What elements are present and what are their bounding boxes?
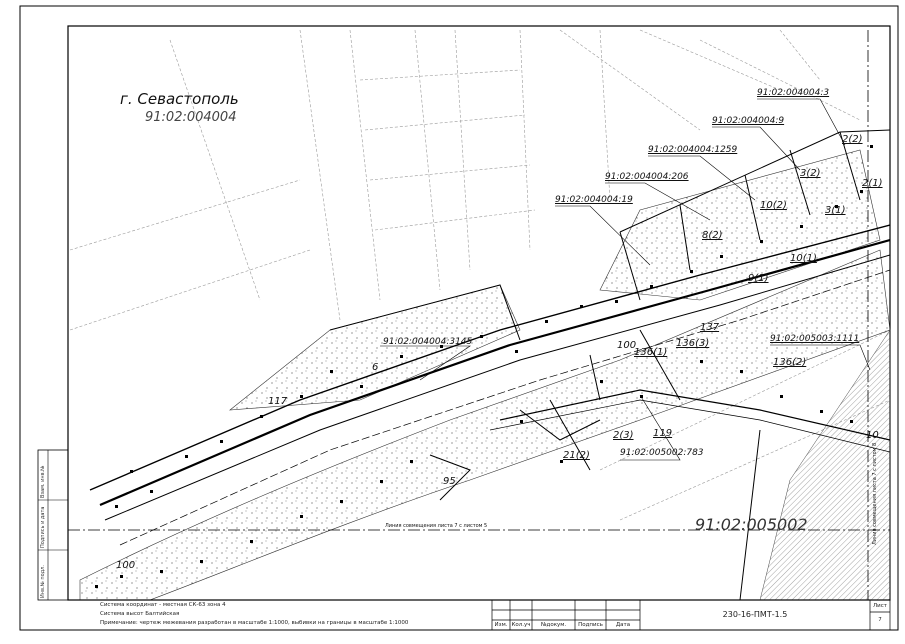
parcel-label: 91:02:005003:1111	[770, 334, 860, 344]
parcel-boundaries	[329, 129, 891, 601]
side-stamp: Подпись и дата	[40, 506, 46, 548]
plot-label: 119	[653, 428, 673, 439]
side-stamp: Взам. инв.№	[40, 465, 46, 498]
parcel-label: 91:02:004004:3145	[383, 337, 473, 347]
vegetation-area-north	[229, 284, 521, 411]
plot-label: 100	[617, 340, 637, 351]
plot-label: 136(3)	[676, 338, 710, 349]
hatched-slope	[759, 329, 891, 601]
match-line-bottom-caption: Линия совмещения листа 7 с листом 5	[385, 523, 488, 529]
plot-label: 3(1)	[825, 205, 846, 216]
plot-label: 136(1)	[634, 347, 668, 358]
plot-label: 10(2)	[760, 200, 787, 211]
side-stamp: Инв.№ подл.	[40, 565, 46, 598]
titleblock-col: Изм.	[494, 622, 508, 628]
titleblock-col: Подпись	[578, 622, 603, 628]
parcel-label: 91:02:005002:783	[620, 448, 704, 458]
leader-lines	[380, 98, 871, 461]
quarter2-label: 91:02:005002	[695, 515, 808, 534]
plot-label: 117	[268, 396, 288, 407]
city-label: г. Севастополь	[120, 90, 239, 108]
titleblock-col: Кол.уч	[511, 622, 531, 628]
note-line: Система высот Балтийская	[100, 611, 180, 617]
match-line-right-caption: Линия совмещения листа 7 с листом 8	[872, 442, 878, 545]
note-line: Примечание: чертеж межевания разработан …	[100, 620, 409, 626]
plot-label: 8(2)	[702, 230, 723, 241]
note-line: Система координат - местная СК-63 зона 4	[100, 602, 226, 608]
plot-label: 2(1)	[862, 178, 883, 189]
titleblock-col: Дата	[615, 622, 631, 628]
plot-label: 137	[700, 322, 720, 333]
sheet-number: 7	[878, 617, 882, 623]
parcel-grid	[69, 29, 891, 521]
parcel-label: 91:02:004004:19	[555, 195, 633, 205]
plot-label: 136(2)	[773, 357, 807, 368]
plot-label: 10	[866, 430, 879, 441]
parcel-label: 91:02:004004:9	[712, 116, 785, 126]
parcel-label: 91:02:004004:1259	[648, 145, 738, 155]
side-stamp-column	[37, 449, 69, 601]
sheet-label: Лист	[873, 603, 887, 609]
plot-label: 2(3)	[613, 430, 634, 441]
plot-label: 21(2)	[563, 450, 590, 461]
plot-label: 95	[443, 476, 456, 487]
parcel-label: 91:02:004004:206	[605, 172, 689, 182]
drawing-code: 230-16-ПМТ-1.5	[722, 610, 788, 619]
plot-label: 100	[116, 560, 136, 571]
road-lines	[89, 224, 891, 546]
plot-label: 10(1)	[790, 253, 817, 264]
titleblock-grid	[491, 599, 891, 631]
plot-label: 3(2)	[800, 168, 821, 179]
parcel-label: 91:02:004004:3	[757, 88, 830, 98]
plot-label: 9(1)	[748, 273, 769, 284]
vegetation-area-south	[79, 249, 891, 601]
outer-frame	[19, 5, 899, 631]
plot-label: 2(2)	[842, 134, 863, 145]
survey-markers	[95, 145, 873, 588]
titleblock-col: №докум.	[540, 622, 567, 628]
plot-label: 6	[372, 362, 379, 373]
quarter-label: 91:02:004004	[145, 110, 237, 125]
